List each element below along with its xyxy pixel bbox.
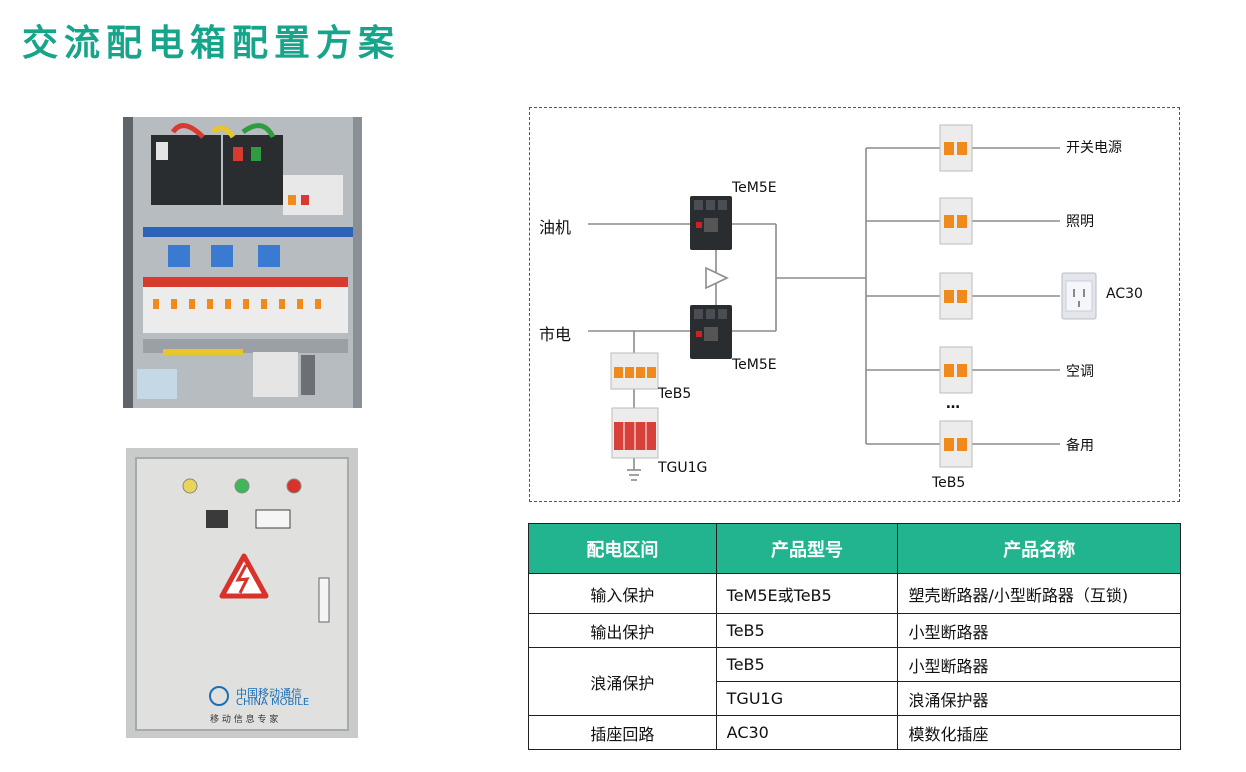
distribution-box-photo: 中国移动通信 CHINA MOBILE 移 动 信 息 专 家 — [126, 448, 358, 738]
table-cell-model: TGU1G — [715, 681, 899, 716]
spd-breaker — [610, 352, 659, 390]
source-mains-label: 市电 — [539, 325, 572, 344]
table-cell-name: 塑壳断路器/小型断路器（互锁) — [897, 573, 1181, 614]
ellipsis: … — [946, 396, 960, 412]
branch-breaker-3 — [939, 272, 973, 320]
table-cell-model: TeM5E或TeB5 — [715, 573, 899, 614]
branch-breaker-5 — [939, 420, 973, 468]
table-cell-model: TeB5 — [715, 647, 899, 682]
branch-breaker-label: TeB5 — [932, 475, 966, 491]
surge-protector — [611, 407, 659, 459]
table-header: 产品型号 — [715, 523, 899, 574]
breaker-top-label: TeM5E — [732, 180, 777, 196]
output-label-2: 照明 — [1066, 214, 1094, 230]
table-cell-name: 模数化插座 — [897, 715, 1181, 750]
table-header-row: 配电区间 产品型号 产品名称 — [528, 523, 1181, 574]
product-table: 配电区间 产品型号 产品名称 输入保护 TeM5E或TeB5 塑壳断路器/小型断… — [528, 523, 1181, 750]
breaker-bottom-label: TeM5E — [732, 357, 777, 373]
table-cell-name: 小型断路器 — [897, 613, 1181, 648]
brand-en: CHINA MOBILE — [236, 697, 310, 708]
table-cell-section: 插座回路 — [528, 715, 717, 750]
wiring-diagram: 油机 市电 TeM5E TeM5E TeB5 TGU1G TeB5 … 开关电源… — [529, 107, 1180, 502]
spd-breaker-label: TeB5 — [658, 386, 692, 402]
branch-breaker-4 — [939, 346, 973, 394]
output-label-4: 备用 — [1066, 438, 1094, 454]
table-cell-model: AC30 — [715, 715, 899, 750]
table-header: 产品名称 — [897, 523, 1181, 574]
page-title: 交流配电箱配置方案 — [22, 23, 401, 64]
table-cell-section: 输入保护 — [528, 573, 717, 614]
table-row: 输入保护 TeM5E或TeB5 塑壳断路器/小型断路器（互锁) — [528, 573, 1181, 614]
table-row: 输出保护 TeB5 小型断路器 — [528, 613, 1181, 648]
table-cell-name: 小型断路器 — [897, 647, 1181, 682]
table-row: 插座回路 AC30 模数化插座 — [528, 715, 1181, 750]
table-cell-model: TeB5 — [715, 613, 899, 648]
brand-slogan: 移 动 信 息 专 家 — [210, 715, 279, 725]
cabinet-interior-photo — [123, 117, 362, 408]
table-cell-name: 浪涌保护器 — [897, 681, 1181, 716]
table-cell-section: 输出保护 — [528, 613, 717, 648]
socket-label: AC30 — [1106, 286, 1143, 302]
branch-breaker-2 — [939, 197, 973, 245]
brand-cn: 中国移动通信 — [236, 687, 302, 700]
table-header: 配电区间 — [528, 523, 717, 574]
table-row: 浪涌保护 TeB5 小型断路器 — [528, 647, 1181, 716]
table-cell-section: 浪涌保护 — [528, 647, 717, 716]
table-row: TGU1G 浪涌保护器 — [529, 681, 1181, 716]
mccb-bottom — [690, 305, 732, 359]
output-label-1: 开关电源 — [1066, 140, 1122, 156]
mccb-top — [690, 196, 732, 250]
branch-breaker-1 — [939, 124, 973, 172]
socket-icon — [1061, 272, 1097, 320]
source-oil-label: 油机 — [539, 218, 572, 237]
spd-label: TGU1G — [658, 460, 708, 476]
output-label-3: 空调 — [1066, 364, 1094, 380]
interlock-icon — [705, 266, 729, 290]
